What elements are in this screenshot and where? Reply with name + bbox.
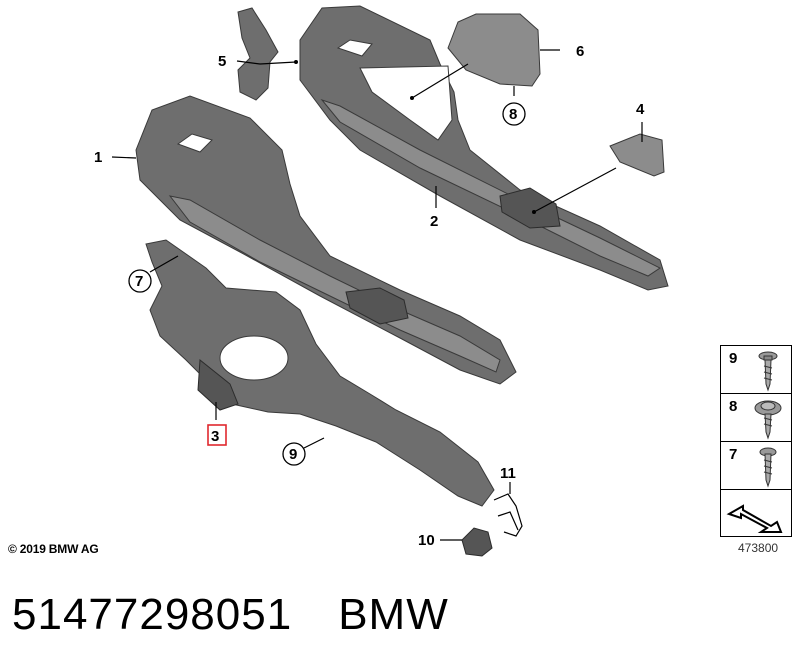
callout-3-highlight: 3 xyxy=(207,424,227,446)
legend-label: 8 xyxy=(729,398,738,415)
part-11-clip xyxy=(493,493,523,537)
legend-label: 9 xyxy=(729,350,738,367)
copyright-notice: © 2019 BMW AG xyxy=(8,542,99,556)
legend-label: 7 xyxy=(729,446,738,463)
callout-6: 6 xyxy=(576,43,584,60)
fastener-legend: 9 8 7 xyxy=(720,345,792,537)
leader-lines xyxy=(111,49,643,541)
part-number: 51477298051 xyxy=(12,590,293,639)
arrow-symbol-icon xyxy=(726,504,783,533)
callout-8-badge: 8 xyxy=(502,102,526,126)
part-2-trim xyxy=(299,5,669,291)
part-5-bracket xyxy=(237,7,279,101)
callout-9: 9 xyxy=(289,446,297,463)
part-4-cover xyxy=(609,133,665,177)
part-1-trim xyxy=(135,95,517,385)
callout-2: 2 xyxy=(430,213,438,230)
footer-caption: 51477298051 BMW xyxy=(12,590,449,640)
part-3-carrier xyxy=(145,239,495,507)
legend-item-9: 9 xyxy=(720,345,792,393)
callout-10: 10 xyxy=(418,532,435,549)
screw-with-washer-icon xyxy=(758,351,778,392)
callout-1: 1 xyxy=(94,149,102,166)
callout-11: 11 xyxy=(500,465,516,482)
callout-3: 3 xyxy=(211,428,219,445)
reference-number: 473800 xyxy=(738,541,779,555)
legend-item-7: 7 xyxy=(720,441,792,489)
collar-screw-icon xyxy=(754,400,782,440)
callout-9-badge: 9 xyxy=(282,442,306,466)
callout-7: 7 xyxy=(135,273,143,290)
brand-name: BMW xyxy=(338,590,449,639)
parts-diagram: 1 5 6 2 4 8 7 3 9 10 11 xyxy=(94,5,669,557)
tapping-screw-icon xyxy=(759,447,777,488)
part-10-plug xyxy=(461,527,493,557)
part-6-cover xyxy=(447,13,541,87)
callout-7-badge: 7 xyxy=(128,269,152,293)
callout-8: 8 xyxy=(509,106,517,123)
legend-item-8: 8 xyxy=(720,393,792,441)
legend-item-arrow xyxy=(720,489,792,537)
callout-4: 4 xyxy=(636,101,645,118)
callout-5: 5 xyxy=(218,53,226,70)
